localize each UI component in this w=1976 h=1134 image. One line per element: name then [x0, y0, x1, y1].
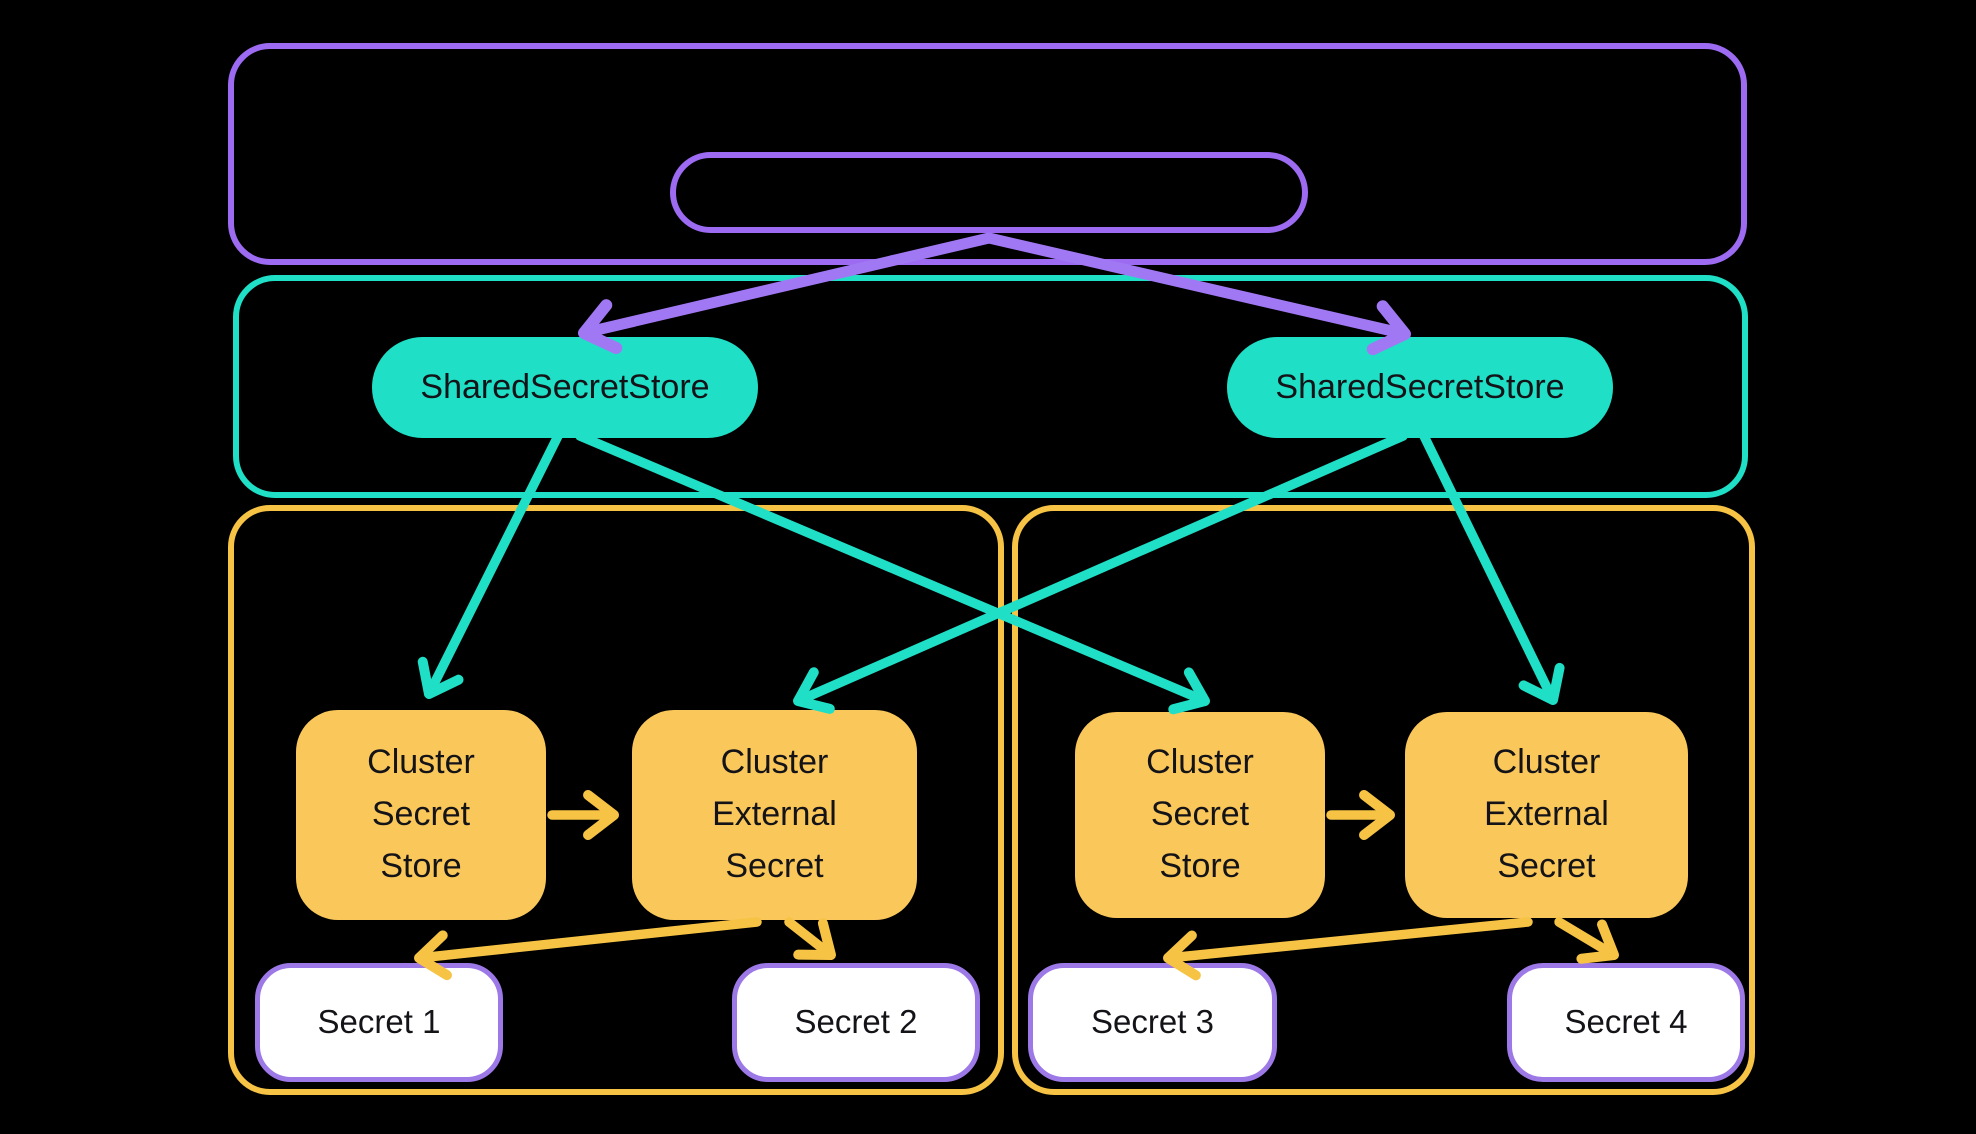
cluster-secret-store-2-label: Cluster Secret Store: [1146, 743, 1254, 885]
secret-3-label: Secret 3: [1091, 1003, 1214, 1041]
secret-2: Secret 2: [732, 963, 980, 1082]
cluster-secret-store-2: Cluster Secret Store: [1075, 712, 1325, 918]
shared-secret-store-1: SharedSecretStore: [372, 337, 758, 438]
shared-secret-store-2: SharedSecretStore: [1227, 337, 1613, 438]
shared-secret-store-1-label: SharedSecretStore: [420, 367, 710, 406]
secret-4: Secret 4: [1507, 963, 1745, 1082]
cluster-external-secret-2: Cluster External Secret: [1405, 712, 1688, 918]
cluster-external-secret-1-label: Cluster External Secret: [712, 743, 837, 885]
cluster-external-secret-1: Cluster External Secret: [632, 710, 917, 920]
secret-4-label: Secret 4: [1564, 1003, 1688, 1041]
shared-secret-store-2-label: SharedSecretStore: [1275, 367, 1565, 406]
cluster-secret-store-1-label: Cluster Secret Store: [367, 743, 475, 885]
secret-1: Secret 1: [255, 963, 503, 1082]
cluster-external-secret-2-label: Cluster External Secret: [1484, 743, 1609, 885]
secret-3: Secret 3: [1028, 963, 1277, 1082]
secret-2-label: Secret 2: [794, 1003, 918, 1041]
cluster-secret-store-1: Cluster Secret Store: [296, 710, 546, 920]
management-pill: [670, 152, 1308, 233]
secret-1-label: Secret 1: [317, 1003, 441, 1041]
